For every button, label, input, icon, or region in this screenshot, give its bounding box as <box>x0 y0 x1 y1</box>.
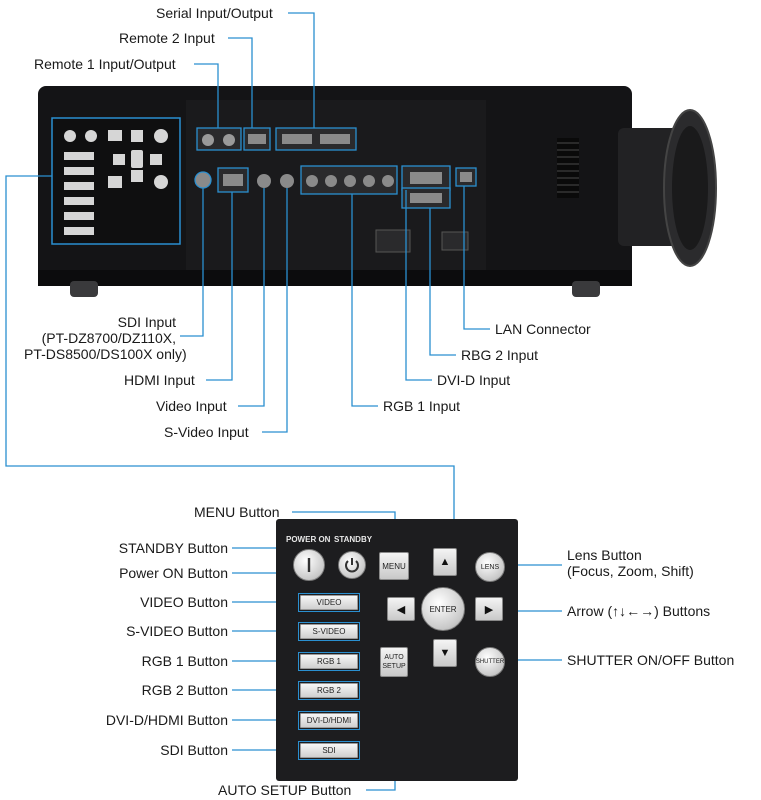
shutter-button[interactable]: SHUTTER <box>475 647 505 677</box>
power-on-button[interactable] <box>293 549 325 581</box>
leader-remote1 <box>194 63 219 128</box>
arrow-left-button[interactable]: ◀ <box>387 597 415 621</box>
label-sdi-input-line1: SDI Input <box>117 314 176 330</box>
lens-button-label: LENS <box>480 563 500 571</box>
leader-hdmi <box>206 192 233 381</box>
rgb2-button[interactable]: RGB 2 <box>300 683 358 698</box>
label-poweron-button: Power ON Button <box>119 565 228 581</box>
svideo-button[interactable]: S-VIDEO <box>300 624 358 639</box>
leader-control-panel <box>5 175 455 519</box>
power-on-caption: POWER ON <box>286 535 331 544</box>
shutter-button-label: SHUTTER <box>475 659 505 665</box>
label-standby-button: STANDBY Button <box>118 540 228 556</box>
label-autosetup-button: AUTO SETUP Button <box>218 782 352 798</box>
control-panel-closeup: POWER ON STANDBY MENU ▲ ▼ ◀ ▶ ENTER LENS… <box>276 519 518 781</box>
label-shutter-button: SHUTTER ON/OFF Button <box>567 652 735 668</box>
leader-serial <box>288 12 315 128</box>
label-serial-io: Serial Input/Output <box>156 5 273 21</box>
leader-lan <box>463 186 490 330</box>
dvid-hdmi-button[interactable]: DVI-D/HDMI <box>300 713 358 728</box>
arrow-up-icon: ▲ <box>439 556 451 568</box>
label-video-input: Video Input <box>156 398 227 414</box>
label-lens-button: Lens Button (Focus, Zoom, Shift) <box>567 547 694 579</box>
svideo-button-indicator <box>298 622 360 641</box>
label-sdi-button: SDI Button <box>160 742 228 758</box>
leader-rgb1 <box>351 194 378 407</box>
vent-grille <box>557 138 579 198</box>
video-button[interactable]: VIDEO <box>300 595 358 610</box>
label-sdi-input: SDI Input (PT-DZ8700/DZ110X, PT-DS8500/D… <box>24 314 187 362</box>
leader-svideo <box>262 188 288 433</box>
label-arrow-buttons: Arrow (↑↓←→) Buttons <box>567 603 711 619</box>
label-remote1-io: Remote 1 Input/Output <box>34 56 176 72</box>
arrow-up-button[interactable]: ▲ <box>433 548 457 576</box>
label-sdi-input-line2: (PT-DZ8700/DZ110X, <box>41 330 176 346</box>
label-dvid-input: DVI-D Input <box>437 372 511 388</box>
video-button-indicator <box>298 593 360 612</box>
leader-rbg2 <box>429 208 456 356</box>
sdi-button[interactable]: SDI <box>300 743 358 758</box>
rgb1-button-indicator <box>298 652 360 671</box>
main-power-switch <box>441 231 469 251</box>
label-rgb2-button: RGB 2 Button <box>141 682 228 698</box>
rgb2-button-indicator <box>298 681 360 700</box>
label-svideo-input: S-Video Input <box>164 424 249 440</box>
standby-caption: STANDBY <box>334 535 373 544</box>
projector-foot-right <box>572 281 600 297</box>
label-sdi-input-line3: PT-DS8500/DS100X only) <box>24 346 187 362</box>
lens-button[interactable]: LENS <box>475 552 505 582</box>
standby-button[interactable] <box>338 551 366 579</box>
video-input-jacks <box>194 165 477 209</box>
label-dvid-hdmi-button: DVI-D/HDMI Button <box>105 712 228 728</box>
rgb1-button[interactable]: RGB 1 <box>300 654 358 669</box>
label-lens-button-line1: Lens Button <box>567 547 642 563</box>
label-lens-button-line2: (Focus, Zoom, Shift) <box>567 563 694 579</box>
label-lan-connector: LAN Connector <box>495 321 591 337</box>
label-rbg2-input: RBG 2 Input <box>461 347 539 363</box>
auto-setup-button[interactable]: AUTO SETUP <box>380 647 408 677</box>
enter-button[interactable]: ENTER <box>421 587 465 631</box>
leader-sdi <box>180 188 204 337</box>
dvid-hdmi-button-indicator <box>298 711 360 730</box>
leader-dvid <box>405 190 432 381</box>
power-on-icon <box>307 558 311 572</box>
arrow-left-icon: ◀ <box>396 603 406 616</box>
label-rgb1-input: RGB 1 Input <box>383 398 461 414</box>
remote-serial-ports <box>196 127 357 151</box>
projector-rear-illustration <box>38 86 717 297</box>
arrow-down-button[interactable]: ▼ <box>433 639 457 667</box>
arrow-right-button[interactable]: ▶ <box>475 597 503 621</box>
sdi-button-indicator <box>298 741 360 760</box>
label-rgb1-button: RGB 1 Button <box>141 653 228 669</box>
label-video-button: VIDEO Button <box>140 594 228 610</box>
label-menu-button: MENU Button <box>194 504 280 520</box>
label-svideo-button: S-VIDEO Button <box>126 623 228 639</box>
arrow-right-icon: ▶ <box>484 603 494 616</box>
label-hdmi-input: HDMI Input <box>124 372 195 388</box>
ac-inlet <box>375 229 411 253</box>
projector-foot-left <box>70 281 98 297</box>
arrow-down-icon: ▼ <box>439 647 451 659</box>
label-remote2-input: Remote 2 Input <box>119 30 215 46</box>
standby-power-icon <box>345 558 359 573</box>
enter-button-label: ENTER <box>429 604 457 614</box>
leader-remote2 <box>228 37 253 128</box>
menu-button[interactable]: MENU <box>379 552 409 580</box>
lens-barrel <box>618 109 717 267</box>
leader-video <box>238 188 265 407</box>
